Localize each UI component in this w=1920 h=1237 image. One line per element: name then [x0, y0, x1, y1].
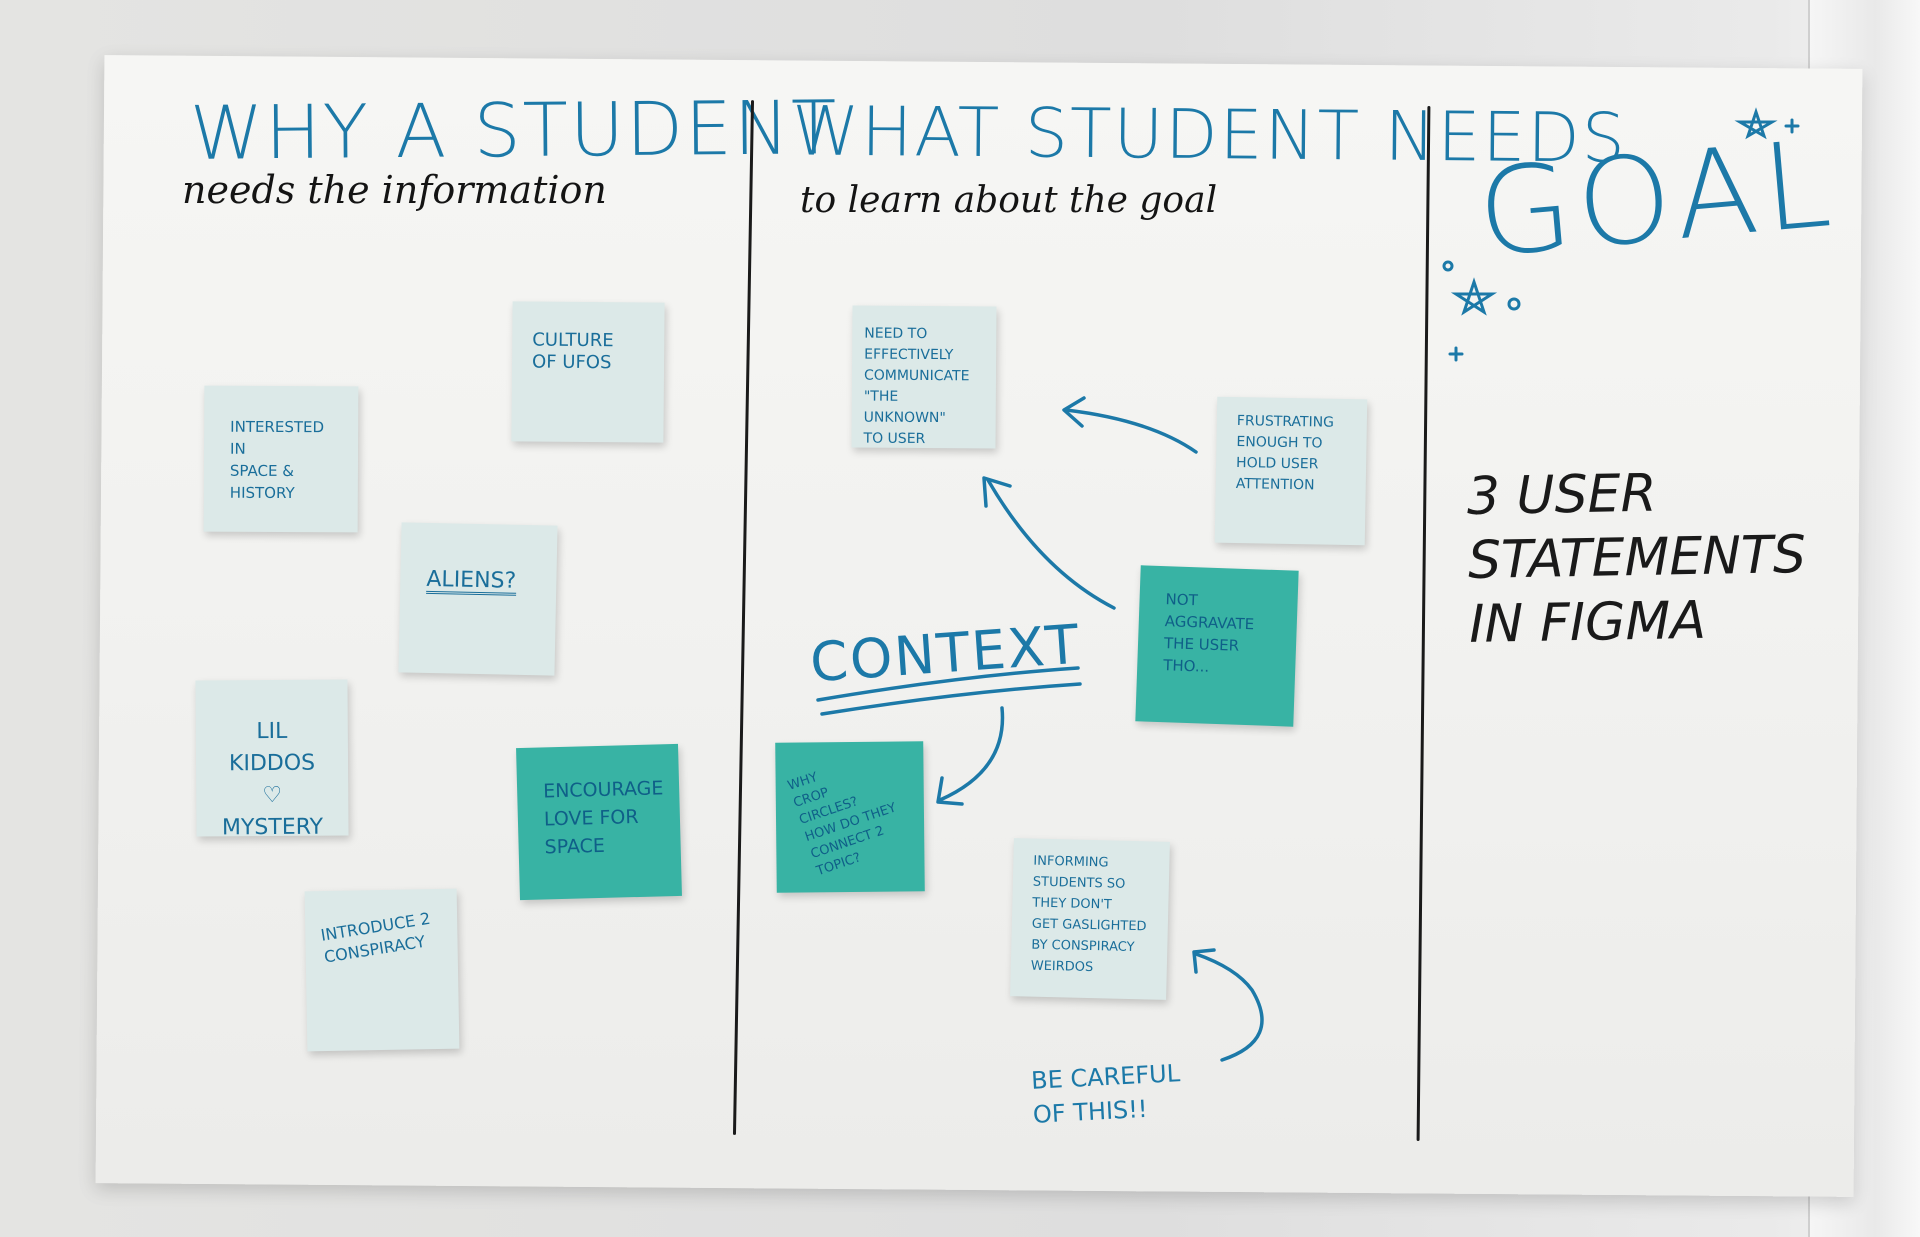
goal-statement: 3 USER STATEMENTS IN FIGMA: [1466, 463, 1807, 655]
sticky-note-informing-students[interactable]: INFORMING STUDENTS SO THEY DON'T GET GAS…: [1010, 838, 1170, 1000]
sticky-note-text: CULTURE OF UFOS: [531, 329, 614, 374]
sticky-note-aliens[interactable]: ALIENS?: [398, 522, 558, 676]
sticky-note-text: LIL KIDDOS ♡ MYSTERY: [221, 718, 324, 837]
sticky-note-introduce-conspiracy[interactable]: INTRODUCE 2 CONSPIRACY: [304, 888, 460, 1052]
sticky-note-text: ALIENS?: [426, 566, 517, 596]
be-careful-label: BE CAREFUL OF THIS!!: [1030, 1059, 1181, 1129]
sticky-note-culture-of-ufos[interactable]: CULTURE OF UFOS: [511, 301, 665, 443]
sticky-note-text: INTRODUCE 2 CONSPIRACY: [319, 908, 432, 967]
sticky-note-interested-in-space[interactable]: INTERESTED IN SPACE & HISTORY: [203, 385, 359, 533]
sticky-note-text: WHY CROP CIRCLES? HOW DO THEY CONNECT 2 …: [785, 769, 899, 880]
sticky-note-text: NEED TO EFFECTIVELY COMMUNICATE "THE UNK…: [863, 325, 970, 448]
sticky-note-text: INTERESTED IN SPACE & HISTORY: [229, 417, 325, 503]
sticky-note-crop-circles[interactable]: WHY CROP CIRCLES? HOW DO THEY CONNECT 2 …: [775, 741, 925, 893]
col2-subtitle: to learn about the goal: [800, 180, 1218, 221]
sticky-note-not-aggravate[interactable]: NOT AGGRAVATE THE USER THO...: [1135, 565, 1299, 727]
sticky-note-communicate-unknown[interactable]: NEED TO EFFECTIVELY COMMUNICATE "THE UNK…: [851, 305, 997, 449]
sticky-note-frustrating-enough[interactable]: FRUSTRATING ENOUGH TO HOLD USER ATTENTIO…: [1214, 396, 1368, 546]
sticky-note-text: NOT AGGRAVATE THE USER THO...: [1162, 590, 1255, 676]
sticky-note-text: ENCOURAGE LOVE FOR SPACE: [542, 777, 664, 859]
col1-title: WHY A STUDENT: [189, 85, 839, 177]
sticky-note-text: INFORMING STUDENTS SO THEY DON'T GET GAS…: [1030, 853, 1147, 976]
sticky-note-text: FRUSTRATING ENOUGH TO HOLD USER ATTENTIO…: [1235, 413, 1335, 494]
sticky-note-lil-kiddos[interactable]: LIL KIDDOS ♡ MYSTERY: [195, 679, 349, 837]
sticky-note-encourage-love[interactable]: ENCOURAGE LOVE FOR SPACE: [516, 743, 682, 901]
col1-subtitle: needs the information: [182, 168, 607, 212]
